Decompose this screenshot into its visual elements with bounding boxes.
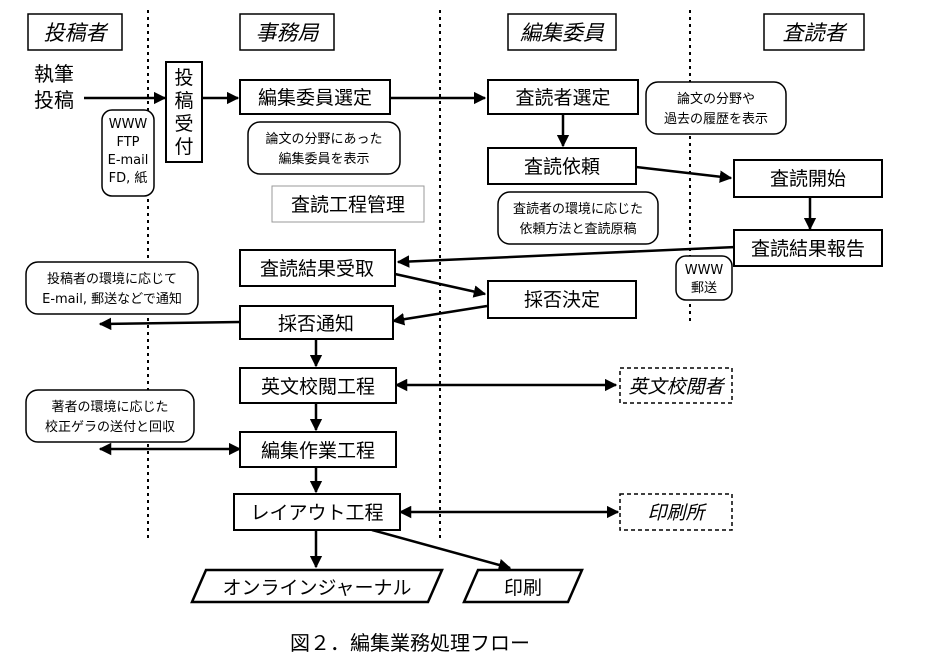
role-headers: [27, 13, 865, 51]
submission-method-fd: FD, 紙: [109, 171, 148, 186]
note-request-method-2: 依頼方法と査読原稿: [519, 221, 636, 237]
review-request-box: [487, 147, 637, 185]
arrow-request-to-start: [635, 165, 733, 183]
output-print: 印刷: [504, 577, 542, 599]
external-printer: 印刷所: [647, 502, 707, 524]
role-office-box: [239, 13, 335, 51]
role-author: 投稿者: [44, 21, 109, 45]
arrow-report-to-receive: [396, 245, 737, 268]
step-editing: 編集作業工程: [261, 440, 375, 462]
figure-caption: 図２．編集業務処理フロー: [290, 631, 530, 655]
note-editor-by-field-1: 論文の分野にあった: [265, 131, 382, 147]
author-action-write: 執筆: [34, 62, 74, 86]
note-request-method-box: [497, 191, 659, 245]
step-result-report: 査読結果報告: [751, 238, 865, 260]
note-notify-method-2: E-mail, 郵送などで通知: [42, 291, 182, 307]
editor-select-box: [239, 79, 391, 115]
editing-box: [239, 431, 397, 468]
receipt-char-3: 受: [174, 113, 193, 135]
note-galley-method-2: 校正ゲラの送付と回収: [45, 419, 175, 435]
receipt-char-1: 投: [174, 67, 193, 89]
note-report-methods-box: [675, 255, 733, 301]
reviewer-select-box: [487, 79, 639, 115]
external-proofreader: 英文校閲者: [628, 376, 725, 398]
output-print-shape: [462, 568, 584, 604]
receipt-char-4: 付: [174, 136, 193, 158]
role-reviewer-box: [763, 13, 865, 51]
author-action-submit: 投稿: [34, 88, 74, 112]
arrow-notify-to-author: [98, 317, 241, 331]
step-reviewer-select: 査読者選定: [515, 87, 610, 109]
output-online: オンラインジャーナル: [222, 577, 411, 599]
role-reviewer: 査読者: [783, 21, 848, 45]
decision-box: [487, 280, 637, 319]
step-review-request: 査読依頼: [524, 156, 600, 178]
arrow-layout-to-print: [371, 528, 512, 572]
step-notify: 採否通知: [278, 313, 354, 335]
role-author-box: [27, 13, 123, 51]
role-editor-box: [507, 13, 617, 51]
result-report-box: [733, 229, 883, 267]
note-notify-method-1: 投稿者の環境に応じて: [47, 271, 177, 287]
submission-method-www: WWW: [109, 117, 148, 132]
note-reviewer-history-2: 過去の履歴を表示: [664, 112, 768, 127]
step-decision: 採否決定: [524, 289, 600, 311]
submission-methods-box: [101, 109, 155, 197]
output-online-shape: [190, 568, 444, 604]
note-reviewer-history-1: 論文の分野や: [677, 91, 755, 107]
role-editor: 編集委員: [520, 21, 605, 45]
step-review-start: 査読開始: [770, 168, 846, 190]
review-start-box: [733, 159, 883, 198]
note-notify-method-box: [25, 261, 199, 315]
note-galley-method-1: 著者の環境に応じた: [51, 400, 168, 415]
printer-box: [619, 493, 733, 531]
note-report-methods-2: 郵送: [691, 281, 717, 296]
note-report-methods-1: WWW: [685, 263, 724, 278]
note-request-method-1: 査読者の環境に応じた: [513, 201, 643, 217]
submission-method-email: E-mail: [108, 153, 149, 168]
role-office: 事務局: [256, 21, 320, 45]
review-mgmt-box: [271, 185, 425, 223]
step-proofread: 英文校閲工程: [261, 376, 375, 398]
note-editor-by-field-box: [247, 121, 401, 175]
proofreader-box: [619, 367, 733, 404]
proofread-box: [239, 367, 397, 404]
layout-box: [233, 493, 401, 531]
arrow-receive-to-decision: [394, 272, 487, 298]
step-result-receive: 査読結果受取: [260, 258, 374, 280]
result-receive-box: [239, 249, 396, 287]
step-review-mgmt: 査読工程管理: [291, 194, 405, 216]
submission-method-ftp: FTP: [116, 135, 139, 150]
step-layout: レイアウト工程: [250, 502, 383, 524]
notify-box: [239, 305, 394, 340]
arrow-decision-to-notify: [391, 304, 488, 326]
note-reviewer-history-box: [645, 81, 787, 135]
receipt-char-2: 稿: [174, 90, 193, 112]
step-editor-select: 編集委員選定: [258, 87, 372, 109]
note-editor-by-field-2: 編集委員を表示: [278, 151, 369, 167]
receipt-box: [165, 61, 203, 163]
note-galley-method-box: [25, 389, 195, 443]
